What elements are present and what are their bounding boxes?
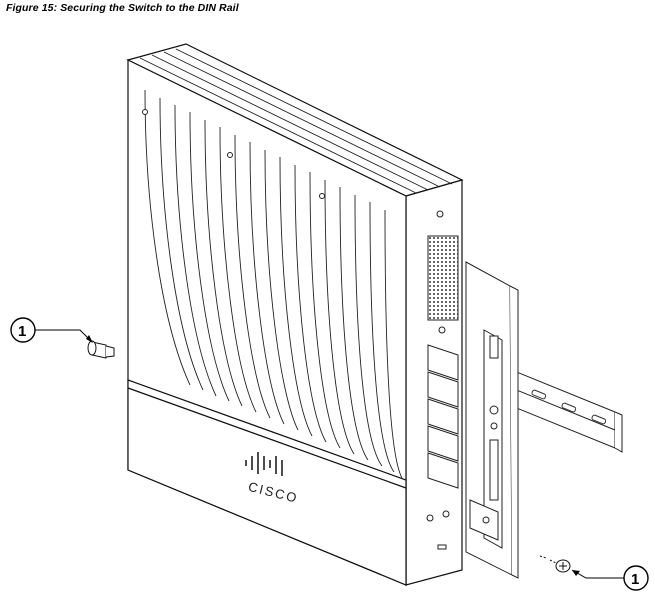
callout-arrowhead bbox=[572, 570, 580, 576]
callout-left: 1 bbox=[11, 318, 93, 343]
callout-right: 1 bbox=[572, 566, 648, 590]
callout-number: 1 bbox=[631, 571, 639, 588]
din-clip-bracket bbox=[466, 262, 518, 578]
left-screw bbox=[88, 341, 114, 358]
callout-number: 1 bbox=[18, 323, 26, 340]
port-block bbox=[428, 345, 458, 488]
right-screw bbox=[540, 556, 570, 572]
callout-leader bbox=[35, 330, 92, 342]
